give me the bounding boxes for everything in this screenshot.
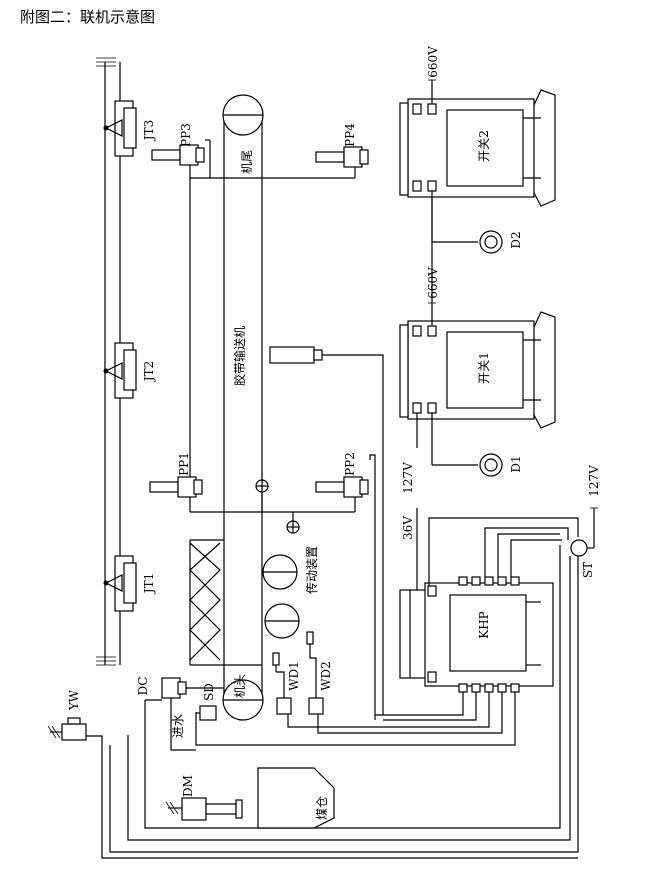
pp4-switch: PP4 [315, 123, 369, 168]
pp3-label: PP3 [179, 123, 193, 147]
khp-label: KHP [477, 611, 491, 639]
d1-label: D1 [509, 455, 523, 472]
sd-label: SD [202, 683, 216, 701]
switch-2: 开关2 D2 660V [399, 46, 556, 254]
khp-bottom-wiring [195, 692, 516, 746]
voltage-127v-right: 127V [587, 465, 601, 497]
control-feed: 127V 36V [369, 413, 418, 720]
drive-unit: 传动装置 [262, 546, 319, 639]
yw-label: YW [67, 689, 81, 711]
page-title: 附图二：联机示意图 [20, 8, 156, 26]
switch-2-label: 开关2 [477, 130, 491, 162]
pp2-switch: PP2 [315, 452, 369, 498]
jt2-switch: JT2 [103, 342, 156, 399]
voltage-36v: 36V [401, 516, 415, 540]
jt2-label: JT2 [142, 361, 156, 383]
voltage-660v-top: 660V [426, 46, 440, 78]
pp1-switch: PP1 [149, 452, 203, 498]
dc-label: DC [136, 677, 150, 696]
jt1-switch: JT1 [103, 555, 156, 612]
conveyor-label: 胶带输送机 [232, 326, 247, 386]
switch-1: 开关1 D1 660V [399, 197, 556, 477]
yw-sensor: YW [47, 689, 578, 859]
d2-label: D2 [509, 231, 523, 248]
pp4-label: PP4 [343, 123, 357, 147]
dc-sd-unit: DC SD 进水 [136, 677, 224, 751]
wd2-label: WD2 [319, 661, 333, 691]
dm-unit: DM [165, 775, 243, 821]
head-label: 机头 [233, 674, 247, 698]
belt-conveyor: 机尾 胶带输送机 机头 [222, 94, 264, 721]
drive-label: 传动装置 [304, 546, 319, 594]
pp3-switch: PP3 [151, 123, 205, 166]
st-label: ST [581, 562, 595, 578]
dm-label: DM [181, 775, 195, 797]
pp-wiring [189, 139, 356, 534]
chute [189, 539, 262, 666]
jt3-switch: JT3 [103, 100, 156, 157]
switch-1-label: 开关1 [477, 352, 491, 384]
jt1-label: JT1 [142, 573, 156, 595]
voltage-660v-mid: 660V [426, 267, 440, 299]
jt3-label: JT3 [142, 120, 156, 142]
voltage-127v-left: 127V [401, 462, 415, 494]
pp1-label: PP1 [177, 452, 191, 476]
water-inlet-label: 进水 [171, 714, 185, 738]
khp-controller: KHP [399, 576, 554, 693]
coal-bunker: 煤仓 [257, 767, 335, 829]
pp2-label: PP2 [343, 452, 357, 476]
tail-label: 机尾 [240, 150, 254, 174]
wd-sensors: WD1 WD2 [272, 631, 333, 715]
belt-sensor [269, 346, 384, 715]
khp-st-wiring: 127V ST [109, 465, 601, 853]
wd1-label: WD1 [287, 661, 301, 691]
coal-bunker-label: 煤仓 [315, 796, 329, 820]
